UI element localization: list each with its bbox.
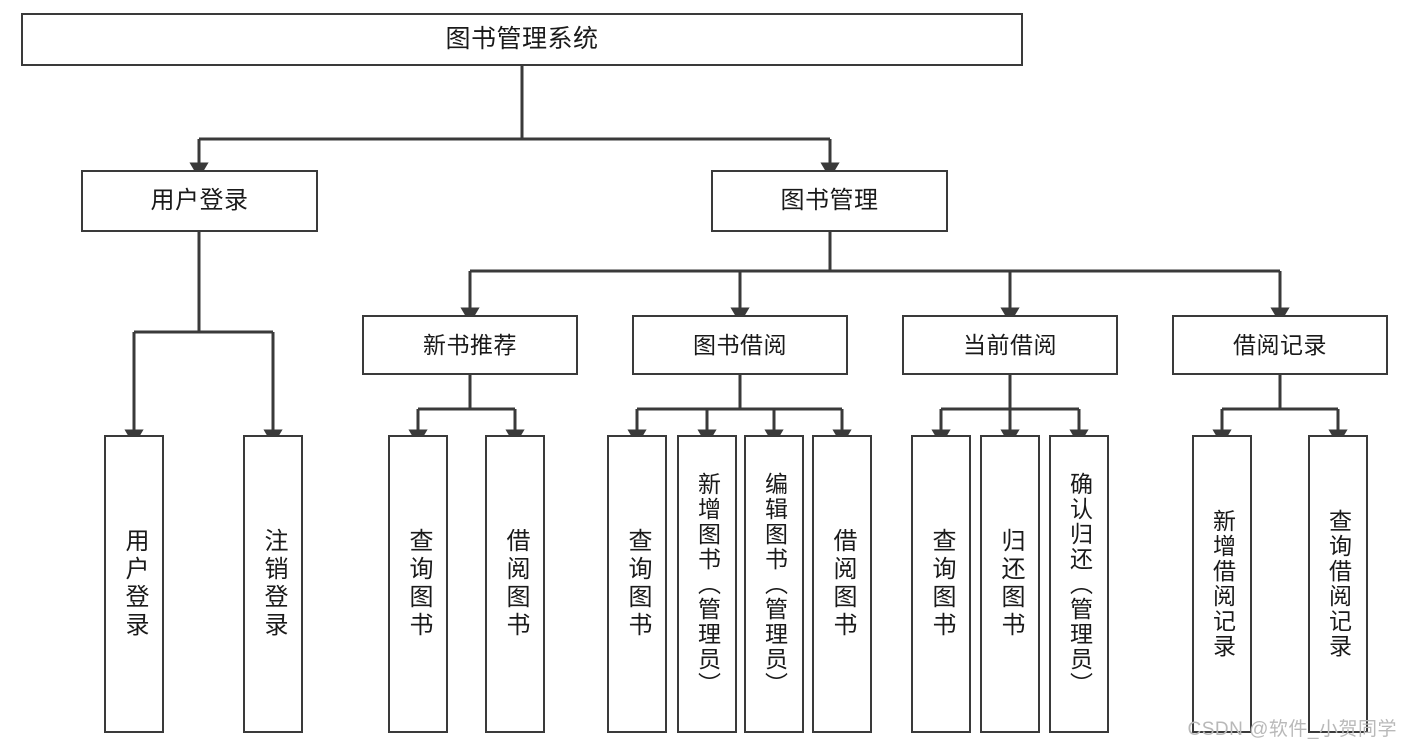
leaf-borrow-book-1[interactable]: 借阅图书 <box>485 435 545 733</box>
leaf-confirm-return-label: 确认归还（管理员） <box>1066 471 1093 697</box>
leaf-query-book-1[interactable]: 查询图书 <box>388 435 448 733</box>
node-user-login-label: 用户登录 <box>150 187 249 215</box>
node-new-book-recommend-label: 新书推荐 <box>423 331 517 358</box>
leaf-edit-book[interactable]: 编辑图书（管理员） <box>744 435 804 733</box>
leaf-query-book-3-label: 查询图书 <box>928 528 955 640</box>
leaf-query-record-label: 查询借阅记录 <box>1325 509 1352 659</box>
leaf-add-book-label: 新增图书（管理员） <box>694 471 721 697</box>
leaf-query-book-2-label: 查询图书 <box>624 528 651 640</box>
node-current-borrow[interactable]: 当前借阅 <box>902 315 1118 375</box>
leaf-query-record[interactable]: 查询借阅记录 <box>1308 435 1368 733</box>
node-book-borrow-label: 图书借阅 <box>693 331 787 358</box>
leaf-return-book[interactable]: 归还图书 <box>980 435 1040 733</box>
leaf-add-book[interactable]: 新增图书（管理员） <box>677 435 737 733</box>
node-book-manage[interactable]: 图书管理 <box>711 170 948 232</box>
leaf-query-book-1-label: 查询图书 <box>405 528 432 640</box>
leaf-borrow-book-2[interactable]: 借阅图书 <box>812 435 872 733</box>
node-user-login[interactable]: 用户登录 <box>81 170 318 232</box>
leaf-user-login[interactable]: 用户登录 <box>104 435 164 733</box>
node-new-book-recommend[interactable]: 新书推荐 <box>362 315 578 375</box>
leaf-add-record[interactable]: 新增借阅记录 <box>1192 435 1252 733</box>
leaf-borrow-book-1-label: 借阅图书 <box>502 528 529 640</box>
node-borrow-record[interactable]: 借阅记录 <box>1172 315 1388 375</box>
leaf-logout[interactable]: 注销登录 <box>243 435 303 733</box>
node-book-borrow[interactable]: 图书借阅 <box>632 315 848 375</box>
node-root[interactable]: 图书管理系统 <box>21 13 1023 66</box>
node-root-label: 图书管理系统 <box>445 25 599 54</box>
leaf-add-record-label: 新增借阅记录 <box>1209 509 1236 659</box>
leaf-user-login-label: 用户登录 <box>121 528 148 640</box>
leaf-borrow-book-2-label: 借阅图书 <box>829 528 856 640</box>
node-book-manage-label: 图书管理 <box>780 187 879 215</box>
leaf-return-book-label: 归还图书 <box>997 528 1024 640</box>
watermark: CSDN @软件_小贺同学 <box>1187 719 1397 740</box>
leaf-confirm-return[interactable]: 确认归还（管理员） <box>1049 435 1109 733</box>
leaf-query-book-3[interactable]: 查询图书 <box>911 435 971 733</box>
leaf-query-book-2[interactable]: 查询图书 <box>607 435 667 733</box>
leaf-edit-book-label: 编辑图书（管理员） <box>761 471 788 697</box>
leaf-logout-label: 注销登录 <box>260 528 287 640</box>
node-borrow-record-label: 借阅记录 <box>1233 331 1327 358</box>
node-current-borrow-label: 当前借阅 <box>963 331 1057 358</box>
